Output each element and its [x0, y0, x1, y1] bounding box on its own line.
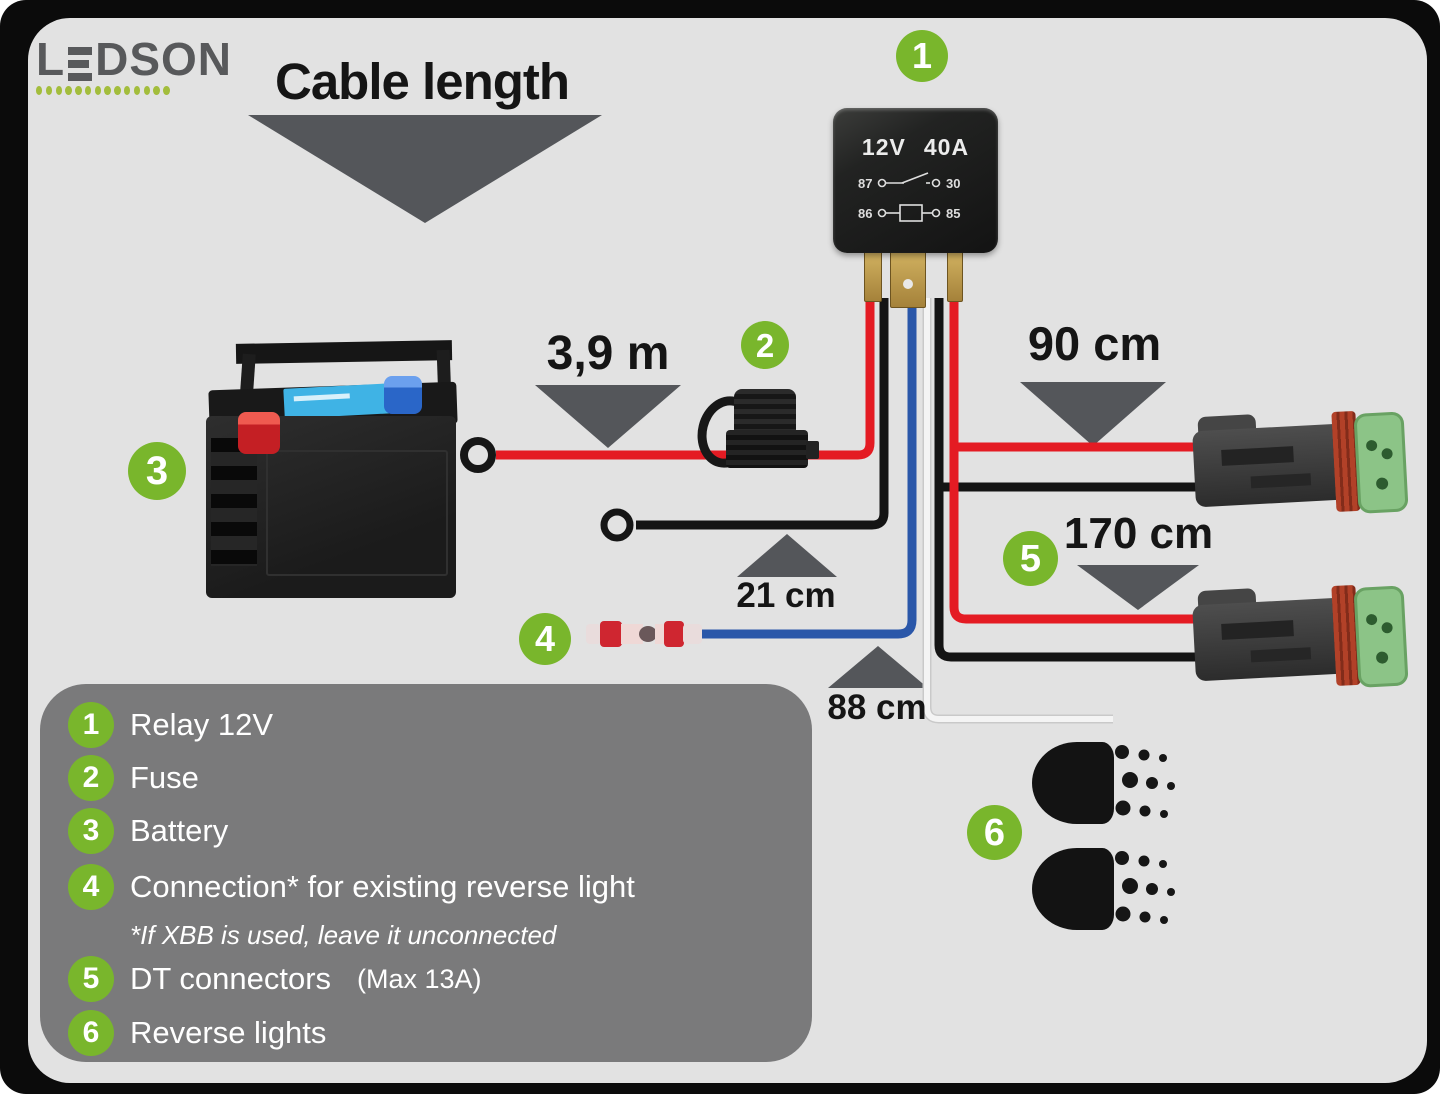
dt1-pin-hole: [1365, 439, 1378, 452]
relay-pin-label-30: 30: [946, 176, 960, 191]
legend-badge-2: 2: [68, 755, 114, 801]
badge-fuse: 2: [741, 321, 789, 369]
dt1-pin-hole3: [1375, 477, 1389, 490]
splice-body: [621, 624, 643, 644]
relay-schematic-icon: 87 30 86 85: [858, 172, 960, 222]
page-title: Cable length: [274, 53, 570, 110]
legend-item-relay: 1 Relay 12V: [68, 702, 273, 748]
relay-pin-middle: [890, 244, 926, 308]
fuse-holder-body: [726, 430, 808, 468]
battery-handle-bar: [235, 340, 453, 364]
dt2-green-face: [1353, 585, 1409, 688]
badge-reverse-lights: 6: [967, 805, 1022, 860]
legend-label-connection: Connection* for existing reverse light: [130, 869, 635, 904]
legend-box: 1 Relay 12V 2 Fuse 3 Battery 4 Connectio…: [40, 684, 812, 1062]
legend-badge-6: 6: [68, 1010, 114, 1056]
fuse-holder-cap: [734, 389, 796, 434]
relay-pin-right: [947, 246, 963, 302]
badge-dt-connectors: 5: [1003, 531, 1058, 586]
relay-pin-hole: [903, 279, 913, 289]
legend-badge-4: 4: [68, 864, 114, 910]
badge-relay: 1: [896, 30, 948, 82]
legend-label-dt-max: (Max 13A): [357, 963, 482, 994]
battery-grille: [211, 438, 257, 566]
logo-letters-dson: DSON: [95, 33, 233, 85]
legend-item-battery: 3 Battery: [68, 808, 228, 854]
battery-negative-terminal: [384, 376, 422, 414]
dt2-pin-hole2: [1381, 621, 1393, 634]
battery-positive-terminal: [238, 412, 280, 454]
relay-pin-label-87: 87: [858, 176, 872, 191]
legend-label-battery: Battery: [130, 813, 229, 848]
dt2-pin-hole: [1365, 613, 1378, 626]
reverse-light-splice-connector: [586, 620, 702, 648]
battery-panel-line: [266, 450, 448, 576]
relay-rating: 12V 40A: [833, 134, 998, 161]
splice-body-right: [655, 624, 665, 644]
trigger-cable-length-label: 88 cm: [827, 688, 927, 727]
connector1-cable-length-label: 90 cm: [1027, 317, 1162, 370]
dt-connector-1: [1191, 407, 1409, 522]
relay-pin-left: [864, 246, 882, 302]
dt1-pin-hole2: [1381, 447, 1393, 460]
splice-end-right: [683, 624, 702, 644]
battery-cable-length-label: 3,9 m: [546, 327, 670, 380]
reverse-light-2-icon: [1032, 848, 1114, 930]
ledson-logo-text: L DSON: [36, 36, 232, 82]
badge-battery: 3: [128, 442, 186, 500]
legend-label-relay: Relay 12V: [130, 707, 274, 742]
splice-red-band-right: [664, 621, 684, 647]
legend-item-fuse: 2 Fuse: [68, 755, 199, 801]
splice-red-band-left: [600, 621, 622, 647]
splice-crimp: [639, 626, 657, 642]
relay-pin-label-85: 85: [946, 206, 960, 221]
dt2-body: [1192, 597, 1344, 682]
battery-label: [283, 383, 395, 419]
relay-amperage: 40A: [923, 134, 970, 160]
light-rays-2-icon: [1115, 851, 1175, 924]
legend-badge-3: 3: [68, 808, 114, 854]
legend-item-reverse-lights: 6 Reverse lights: [68, 1010, 326, 1056]
logo-dots-icon: [36, 86, 232, 95]
dt-connector-2: [1191, 581, 1409, 696]
legend-label-fuse: Fuse: [130, 760, 199, 795]
relay-pin-label-86: 86: [858, 206, 872, 221]
connector2-cable-length-label: 170 cm: [1063, 509, 1214, 558]
legend-badge-5: 5: [68, 956, 114, 1002]
dt2-pin-hole3: [1375, 651, 1389, 664]
relay-unit: 12V 40A 87 30 86 85: [833, 108, 998, 253]
splice-end-left: [586, 624, 601, 644]
badge-splice: 4: [519, 613, 571, 665]
reverse-light-1-icon: [1032, 742, 1114, 824]
legend-note-xbb: *If XBB is used, leave it unconnected: [130, 920, 557, 950]
dt1-body: [1192, 423, 1344, 508]
legend-label-reverse-lights: Reverse lights: [130, 1015, 327, 1050]
ground-cable-length-label: 21 cm: [736, 576, 836, 615]
dt1-green-face: [1353, 411, 1409, 514]
ledson-logo: L DSON: [36, 36, 232, 95]
logo-letter-l: L: [36, 33, 66, 85]
legend-item-connection: 4 Connection* for existing reverse light: [68, 864, 635, 910]
legend-label-dt-connectors: DT connectors: [130, 961, 332, 996]
fuse-holder-nub: [806, 441, 819, 459]
relay-voltage: 12V: [861, 134, 906, 160]
legend-badge-1: 1: [68, 702, 114, 748]
logo-stylized-e-icon: [68, 47, 93, 81]
legend-item-dt-connectors: 5 DT connectors (Max 13A): [68, 956, 482, 1002]
light-rays-1-icon: [1115, 745, 1175, 818]
